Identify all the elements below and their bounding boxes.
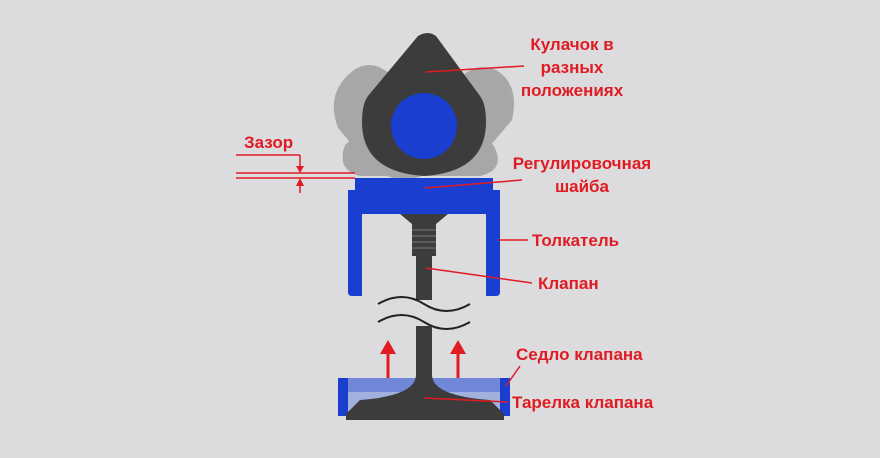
label-shim-1: Регулировочная — [513, 154, 651, 173]
label-tappet: Толкатель — [532, 231, 619, 250]
label-shim-2: шайба — [555, 177, 610, 196]
label-seat: Седло клапана — [516, 345, 643, 364]
leader-valve — [425, 267, 533, 284]
valve-stem-lower — [416, 326, 432, 378]
leader-lines — [423, 65, 533, 403]
label-cam-3: положениях — [521, 81, 624, 100]
gap-indicator — [236, 154, 355, 193]
leader-shim — [424, 179, 523, 189]
leader-seat — [505, 365, 521, 387]
label-valve: Клапан — [538, 274, 599, 293]
label-head: Тарелка клапана — [512, 393, 654, 412]
leader-cam — [425, 65, 525, 73]
tappet-bucket — [348, 190, 500, 296]
adjusting-shim — [355, 178, 493, 190]
break-lines — [377, 296, 471, 330]
lift-arrows — [380, 340, 466, 378]
leader-head — [423, 397, 509, 403]
valve-stem-upper — [400, 214, 448, 300]
label-cam-2: разных — [541, 58, 604, 77]
camshaft-icon — [391, 93, 457, 159]
label-cam-1: Кулачок в — [530, 35, 613, 54]
label-gap: Зазор — [244, 133, 293, 152]
